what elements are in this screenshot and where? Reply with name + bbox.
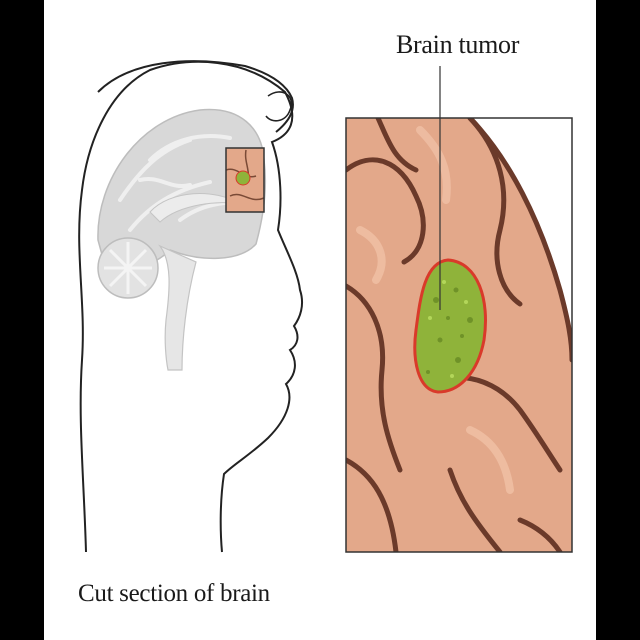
tumor-inset-box bbox=[225, 147, 265, 213]
tumor-label: Brain tumor bbox=[396, 30, 520, 59]
cerebellum-folds bbox=[104, 242, 152, 294]
inset-tumor bbox=[235, 170, 251, 186]
zoomed-brain-view bbox=[345, 117, 573, 553]
brain-cross-section bbox=[97, 108, 267, 371]
tumor-mass bbox=[413, 258, 487, 394]
hair-tuft bbox=[97, 60, 294, 133]
brainstem bbox=[158, 244, 197, 371]
hair-curl bbox=[265, 91, 293, 122]
brain-gyri-lines bbox=[118, 134, 252, 232]
head-profile-outline bbox=[78, 60, 304, 553]
diagram-caption: Cut section of brain bbox=[78, 580, 270, 607]
